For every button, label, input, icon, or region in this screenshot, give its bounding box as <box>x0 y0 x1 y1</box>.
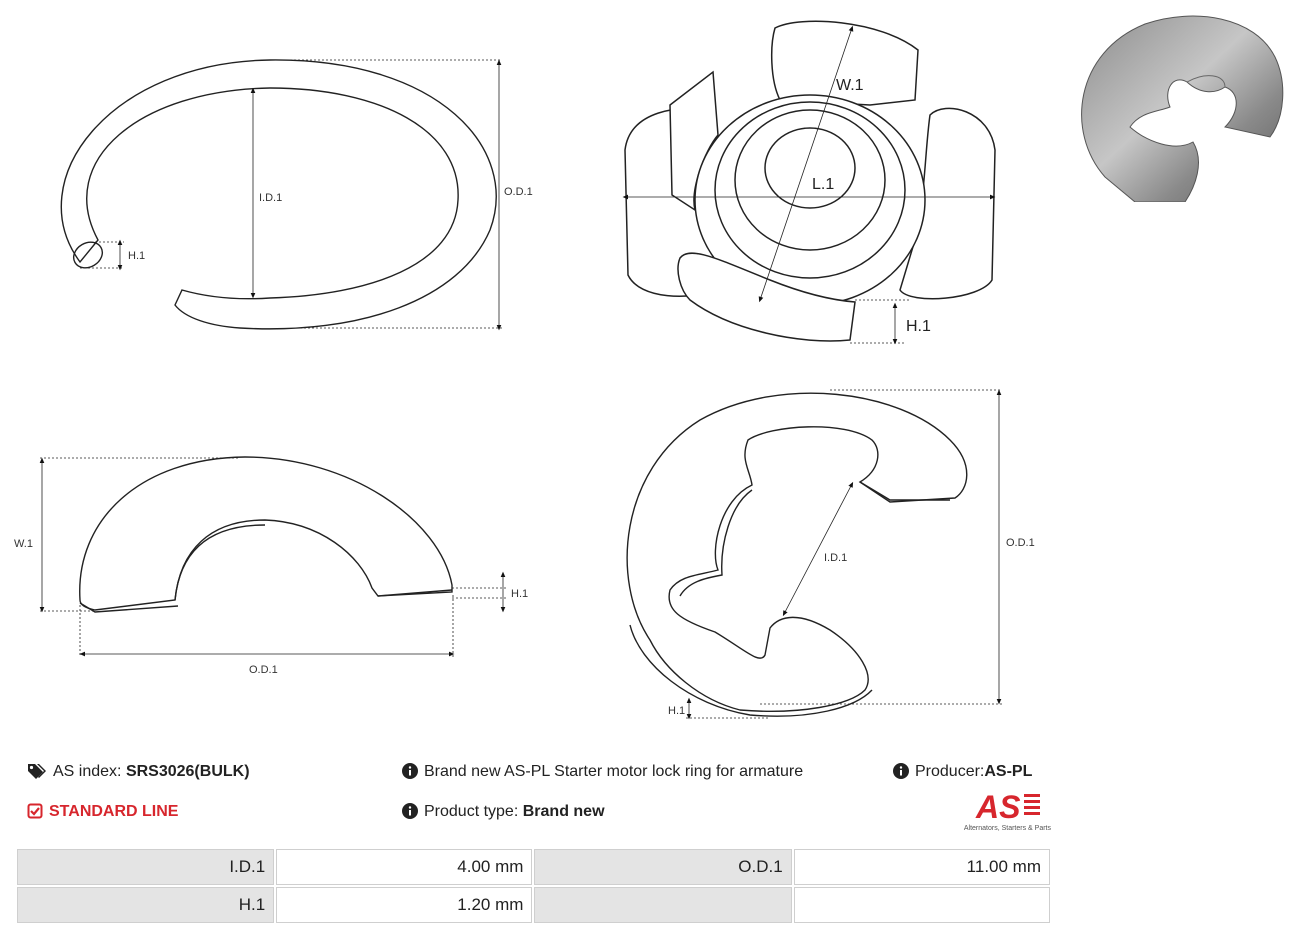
spec-value: 11.00 mm <box>793 849 1050 885</box>
standard-line-label: STANDARD LINE <box>49 803 179 820</box>
label-h1-halfring: H.1 <box>511 588 528 600</box>
label-l1-bushing: L.1 <box>812 176 834 193</box>
as-index-value: SRS3026(BULK) <box>125 763 250 780</box>
label-h1-bushing: H.1 <box>906 318 931 335</box>
logo-mark: AS <box>975 790 1021 825</box>
table-row: H.1 1.20 mm <box>17 887 1050 923</box>
label-od1-ring: O.D.1 <box>504 186 533 198</box>
table-row: I.D.1 4.00 mm O.D.1 11.00 mm <box>17 849 1050 885</box>
spec-value: 4.00 mm <box>276 849 533 885</box>
check-square-icon <box>27 803 43 825</box>
spec-label: O.D.1 <box>534 849 792 885</box>
producer-label: Producer: <box>915 763 985 780</box>
as-pl-logo: AS Alternators, Starters & Parts <box>964 790 1052 832</box>
standard-line-badge: STANDARD LINE <box>27 802 178 825</box>
ring-drawing <box>60 59 497 330</box>
eclip-drawing <box>626 392 968 717</box>
label-h1-ring: H.1 <box>128 250 145 262</box>
as-index-label: AS index: <box>53 763 122 780</box>
product-type-value: Brand new <box>522 803 605 820</box>
label-w1-bushing: W.1 <box>836 77 864 94</box>
info-circle-icon <box>402 803 418 825</box>
label-id1-ring: I.D.1 <box>259 192 282 204</box>
product-type-label: Product type: <box>424 803 519 820</box>
product-type-row: Product type: Brand new <box>402 802 605 825</box>
spec-value <box>793 887 1050 923</box>
label-od1-halfring: O.D.1 <box>249 664 278 676</box>
label-id1-eclip: I.D.1 <box>824 552 847 564</box>
info-circle-icon <box>893 763 909 785</box>
label-od1-eclip: O.D.1 <box>1006 537 1035 549</box>
bushing-drawing <box>624 20 996 342</box>
label-w1-halfring: W.1 <box>14 538 33 550</box>
description-text: Brand new AS-PL Starter motor lock ring … <box>424 763 804 780</box>
as-index-row: AS index: SRS3026(BULK) <box>27 762 250 785</box>
product-photo <box>1081 15 1284 202</box>
specs-table: I.D.1 4.00 mm O.D.1 11.00 mm H.1 1.20 mm <box>15 847 1052 925</box>
producer-row: Producer:AS-PL <box>893 762 1032 785</box>
spec-value: 1.20 mm <box>276 887 533 923</box>
tag-icon <box>27 763 47 785</box>
half-ring-drawing <box>79 456 453 613</box>
spec-label <box>534 887 792 923</box>
description-row: Brand new AS-PL Starter motor lock ring … <box>402 762 803 785</box>
producer-value: AS-PL <box>984 763 1033 780</box>
spec-label: H.1 <box>17 887 275 923</box>
label-h1-eclip: H.1 <box>668 705 685 717</box>
logo-tagline: Alternators, Starters & Parts <box>964 825 1052 832</box>
spec-label: I.D.1 <box>17 849 275 885</box>
technical-drawings: I.D.1 O.D.1 H.1 W.1 L.1 H.1 <box>14 20 1035 720</box>
info-circle-icon <box>402 763 418 785</box>
